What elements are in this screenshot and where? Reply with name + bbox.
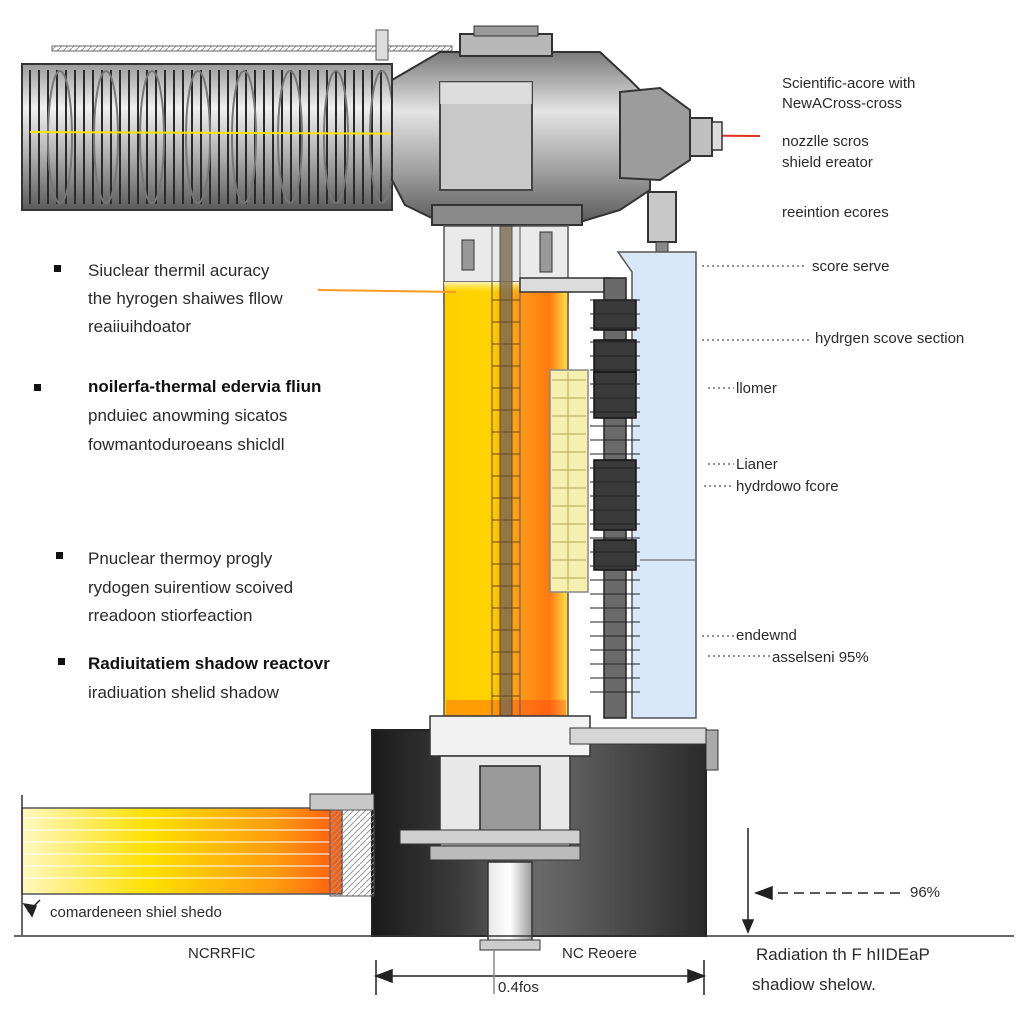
note-1-line-1: Siuclear thermil acuracy <box>88 261 270 280</box>
rod-block <box>593 459 637 531</box>
hydrogen-section-label: hydrgen scove section <box>815 330 965 347</box>
bullet-dot <box>54 265 61 272</box>
control-rod-assembly <box>519 277 640 719</box>
bullet-dot <box>58 658 65 665</box>
note-3-line-2: rydogen suirentiow scoived <box>88 578 294 597</box>
note-2-line-3: fowmantoduroeans shicldl <box>88 435 285 454</box>
pct-label: 96% <box>910 884 941 901</box>
asselsent-label: asselseni 95% <box>772 649 869 666</box>
title-line-1: Scientific-acore with <box>782 75 916 92</box>
coil-loop <box>185 70 211 204</box>
retention-label: reeintion ecores <box>782 204 889 221</box>
dimension-label: 0.4fos <box>498 979 539 996</box>
shield-panel <box>616 251 697 719</box>
rod-block <box>593 299 637 331</box>
hydrodowo-label: hydrdowo fcore <box>736 478 839 495</box>
pointer-line <box>317 289 457 293</box>
note-4-line-1: Radiuitatiem shadow reactovr <box>88 654 330 673</box>
exhaust-channel <box>21 793 375 935</box>
coil-loop <box>231 70 257 204</box>
horizontal-heat-exchanger <box>21 63 761 211</box>
endewnd-label: endewnd <box>736 627 797 644</box>
bullet-dot <box>34 384 41 391</box>
note-1-line-3: reaiiuihdoator <box>88 317 192 336</box>
coil-loop <box>47 70 73 204</box>
coil-loop <box>323 70 349 204</box>
nc-reoere-label: NC Reoere <box>562 945 638 962</box>
title-line-2: NewACross-cross <box>782 95 903 112</box>
top-rail <box>51 29 453 61</box>
nozzle-label-2: shield ereator <box>782 154 873 171</box>
dimension-marks <box>22 828 905 995</box>
coil-loop <box>139 70 165 204</box>
radiation-label-1: Radiation th F hIIDEaP <box>756 945 930 964</box>
note-4-line-2: iradiuation shelid shadow <box>88 683 279 702</box>
note-1-line-2: the hyrogen shaiwes fllow <box>88 289 283 308</box>
reactor-core <box>443 225 589 757</box>
liomer-label: llomer <box>736 380 777 397</box>
ncrrfic-label: NCRRFIC <box>188 945 256 962</box>
note-2-line-2: pnduiec anowming sicatos <box>88 406 288 425</box>
exhaust-caption: comardeneen shiel shedo <box>50 904 222 921</box>
bullet-dot <box>56 552 63 559</box>
coil-loop <box>93 70 119 204</box>
score-serve-label: score serve <box>812 258 890 275</box>
reactor-head <box>391 25 723 226</box>
coil-loop <box>277 70 303 204</box>
leader-lines <box>702 265 812 657</box>
note-2-line-1: noilerfa-thermal edervia fliun <box>88 377 322 396</box>
note-3-line-1: Pnuclear thermoy progly <box>88 549 273 568</box>
rod-block <box>593 371 637 419</box>
note-3-line-3: rreadoon stiorfeaction <box>88 606 253 625</box>
reactor-base <box>371 715 719 951</box>
lianer-label: Lianer <box>736 456 778 473</box>
nozzle-label-1: nozzlle scros <box>782 133 869 150</box>
rod-block <box>593 539 637 571</box>
radiation-label-2: shadiow shelow. <box>752 975 876 994</box>
